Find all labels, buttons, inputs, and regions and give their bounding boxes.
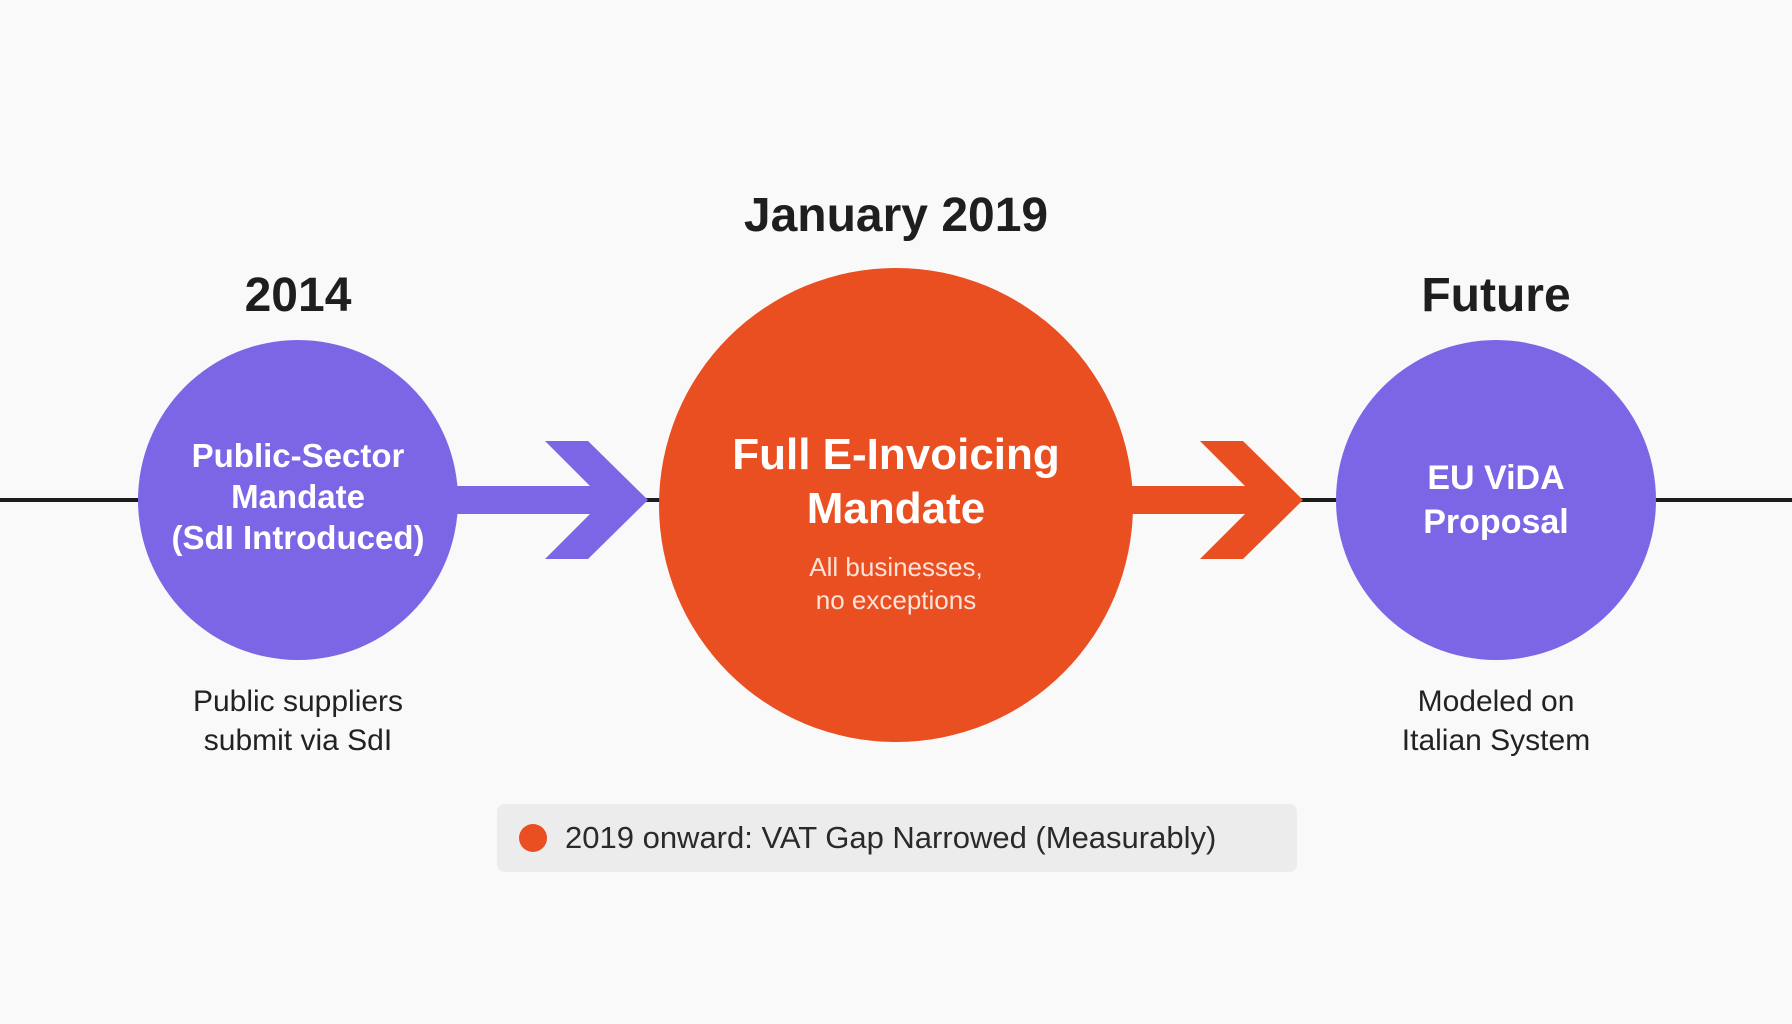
caption-line: submit via SdI [203,724,393,757]
milestone-date-2019: January 2019 [743,189,1049,242]
arrow-2019-to-future [1130,441,1303,559]
subtitle-line: no exceptions [815,585,977,615]
milestone-title-2014: Public-Sector Mandate (SdI Introduced) [148,435,448,558]
milestone-date-future: Future [1421,269,1571,322]
arrow-2014-to-2019 [455,441,648,559]
caption-line: Modeled on [1417,685,1575,718]
title-line: (SdI Introduced) [171,519,425,556]
milestone-date-2014: 2014 [244,269,352,322]
legend-note: 2019 onward: VAT Gap Narrowed (Measurabl… [497,804,1297,872]
milestone-title-future: EU ViDA Proposal [1356,456,1636,544]
milestone-circle-2019 [659,268,1133,742]
title-line: Mandate [231,478,365,515]
milestone-circle-2014 [138,340,458,660]
title-line: Proposal [1423,503,1569,541]
title-line: Public-Sector [191,437,405,474]
milestone-caption-2014: Public suppliers submit via SdI [148,682,448,760]
milestone-subtitle-2019: All businesses, no exceptions [716,551,1076,617]
title-line: EU ViDA [1427,459,1565,497]
milestone-caption-future: Modeled on Italian System [1346,682,1646,760]
legend-text: 2019 onward: VAT Gap Narrowed (Measurabl… [565,820,1217,855]
caption-line: Italian System [1401,724,1591,757]
milestone-circle-future [1336,340,1656,660]
caption-line: Public suppliers [192,685,404,718]
legend-dot-icon [519,824,547,852]
milestone-title-2019: Full E-Invoicing Mandate [666,428,1126,536]
title-line: Full E-Invoicing [732,430,1060,479]
title-line: Mandate [806,484,986,533]
subtitle-line: All businesses, [809,552,983,582]
